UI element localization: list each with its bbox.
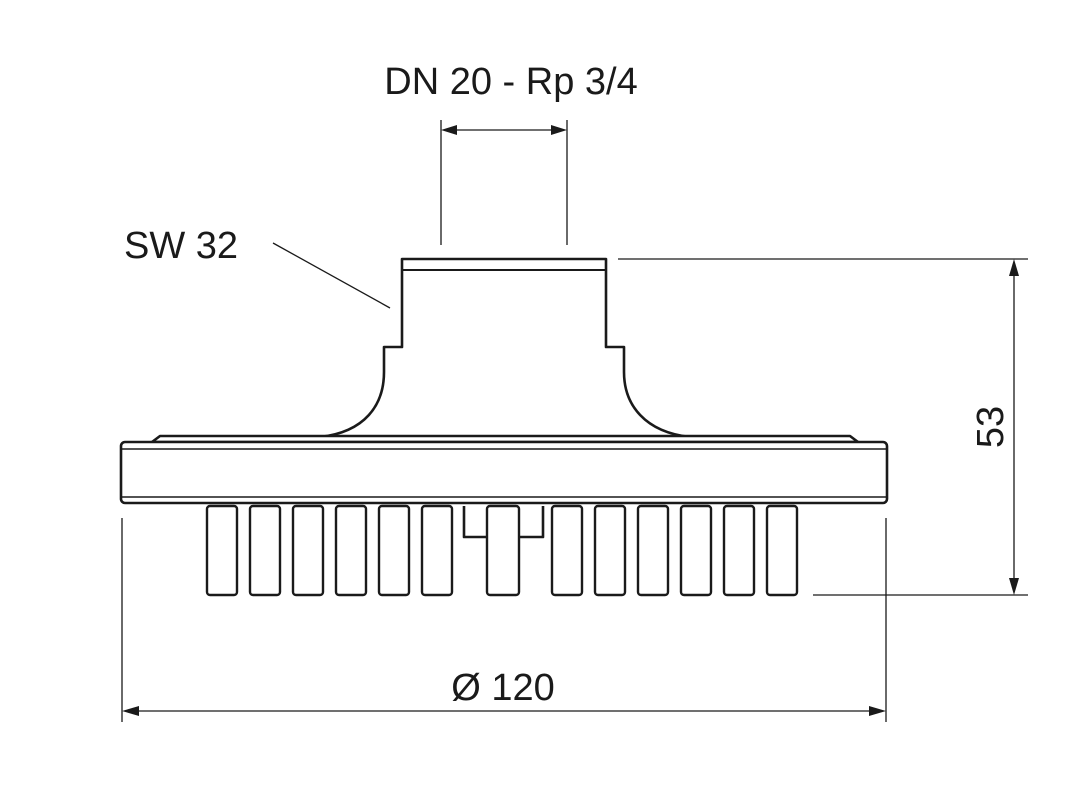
nozzle-pins — [205, 504, 799, 597]
nozzle-pin — [377, 504, 411, 597]
top-dimension-label: DN 20 - Rp 3/4 — [384, 61, 637, 103]
nozzle-pin-center — [485, 504, 521, 597]
top-dim-arrow-right — [551, 125, 567, 135]
height-dimension-label: 53 — [970, 406, 1012, 448]
nozzle-pin — [636, 504, 670, 597]
diameter-dim-arrow-left — [122, 706, 139, 716]
height-dimension-group: 53 — [618, 258, 1028, 596]
height-dim-arrow-top — [1009, 259, 1019, 276]
nozzle-pin — [593, 504, 627, 597]
nozzle-pin — [765, 504, 799, 597]
nozzle-pin — [334, 504, 368, 597]
wrench-size-group: SW 32 — [124, 225, 391, 309]
wrench-size-label: SW 32 — [124, 225, 238, 267]
top-dim-arrow-left — [441, 125, 457, 135]
nozzle-pin — [248, 504, 282, 597]
diameter-dimension-group: Ø 120 — [121, 518, 887, 722]
nozzle-pin — [722, 504, 756, 597]
nozzle-pin — [550, 504, 584, 597]
nozzle-pin — [291, 504, 325, 597]
connector-neck — [318, 257, 692, 439]
nozzle-pin — [205, 504, 239, 597]
diameter-dimension-label: Ø 120 — [451, 667, 555, 709]
nozzle-pin — [679, 504, 713, 597]
top-dimension-group: DN 20 - Rp 3/4 — [384, 61, 638, 245]
height-dim-arrow-bottom — [1009, 578, 1019, 595]
nozzle-pin — [420, 504, 454, 597]
shower-head-body — [119, 257, 889, 539]
main-plate — [119, 440, 889, 505]
wrench-size-leader — [272, 242, 391, 309]
diameter-dim-arrow-right — [869, 706, 886, 716]
